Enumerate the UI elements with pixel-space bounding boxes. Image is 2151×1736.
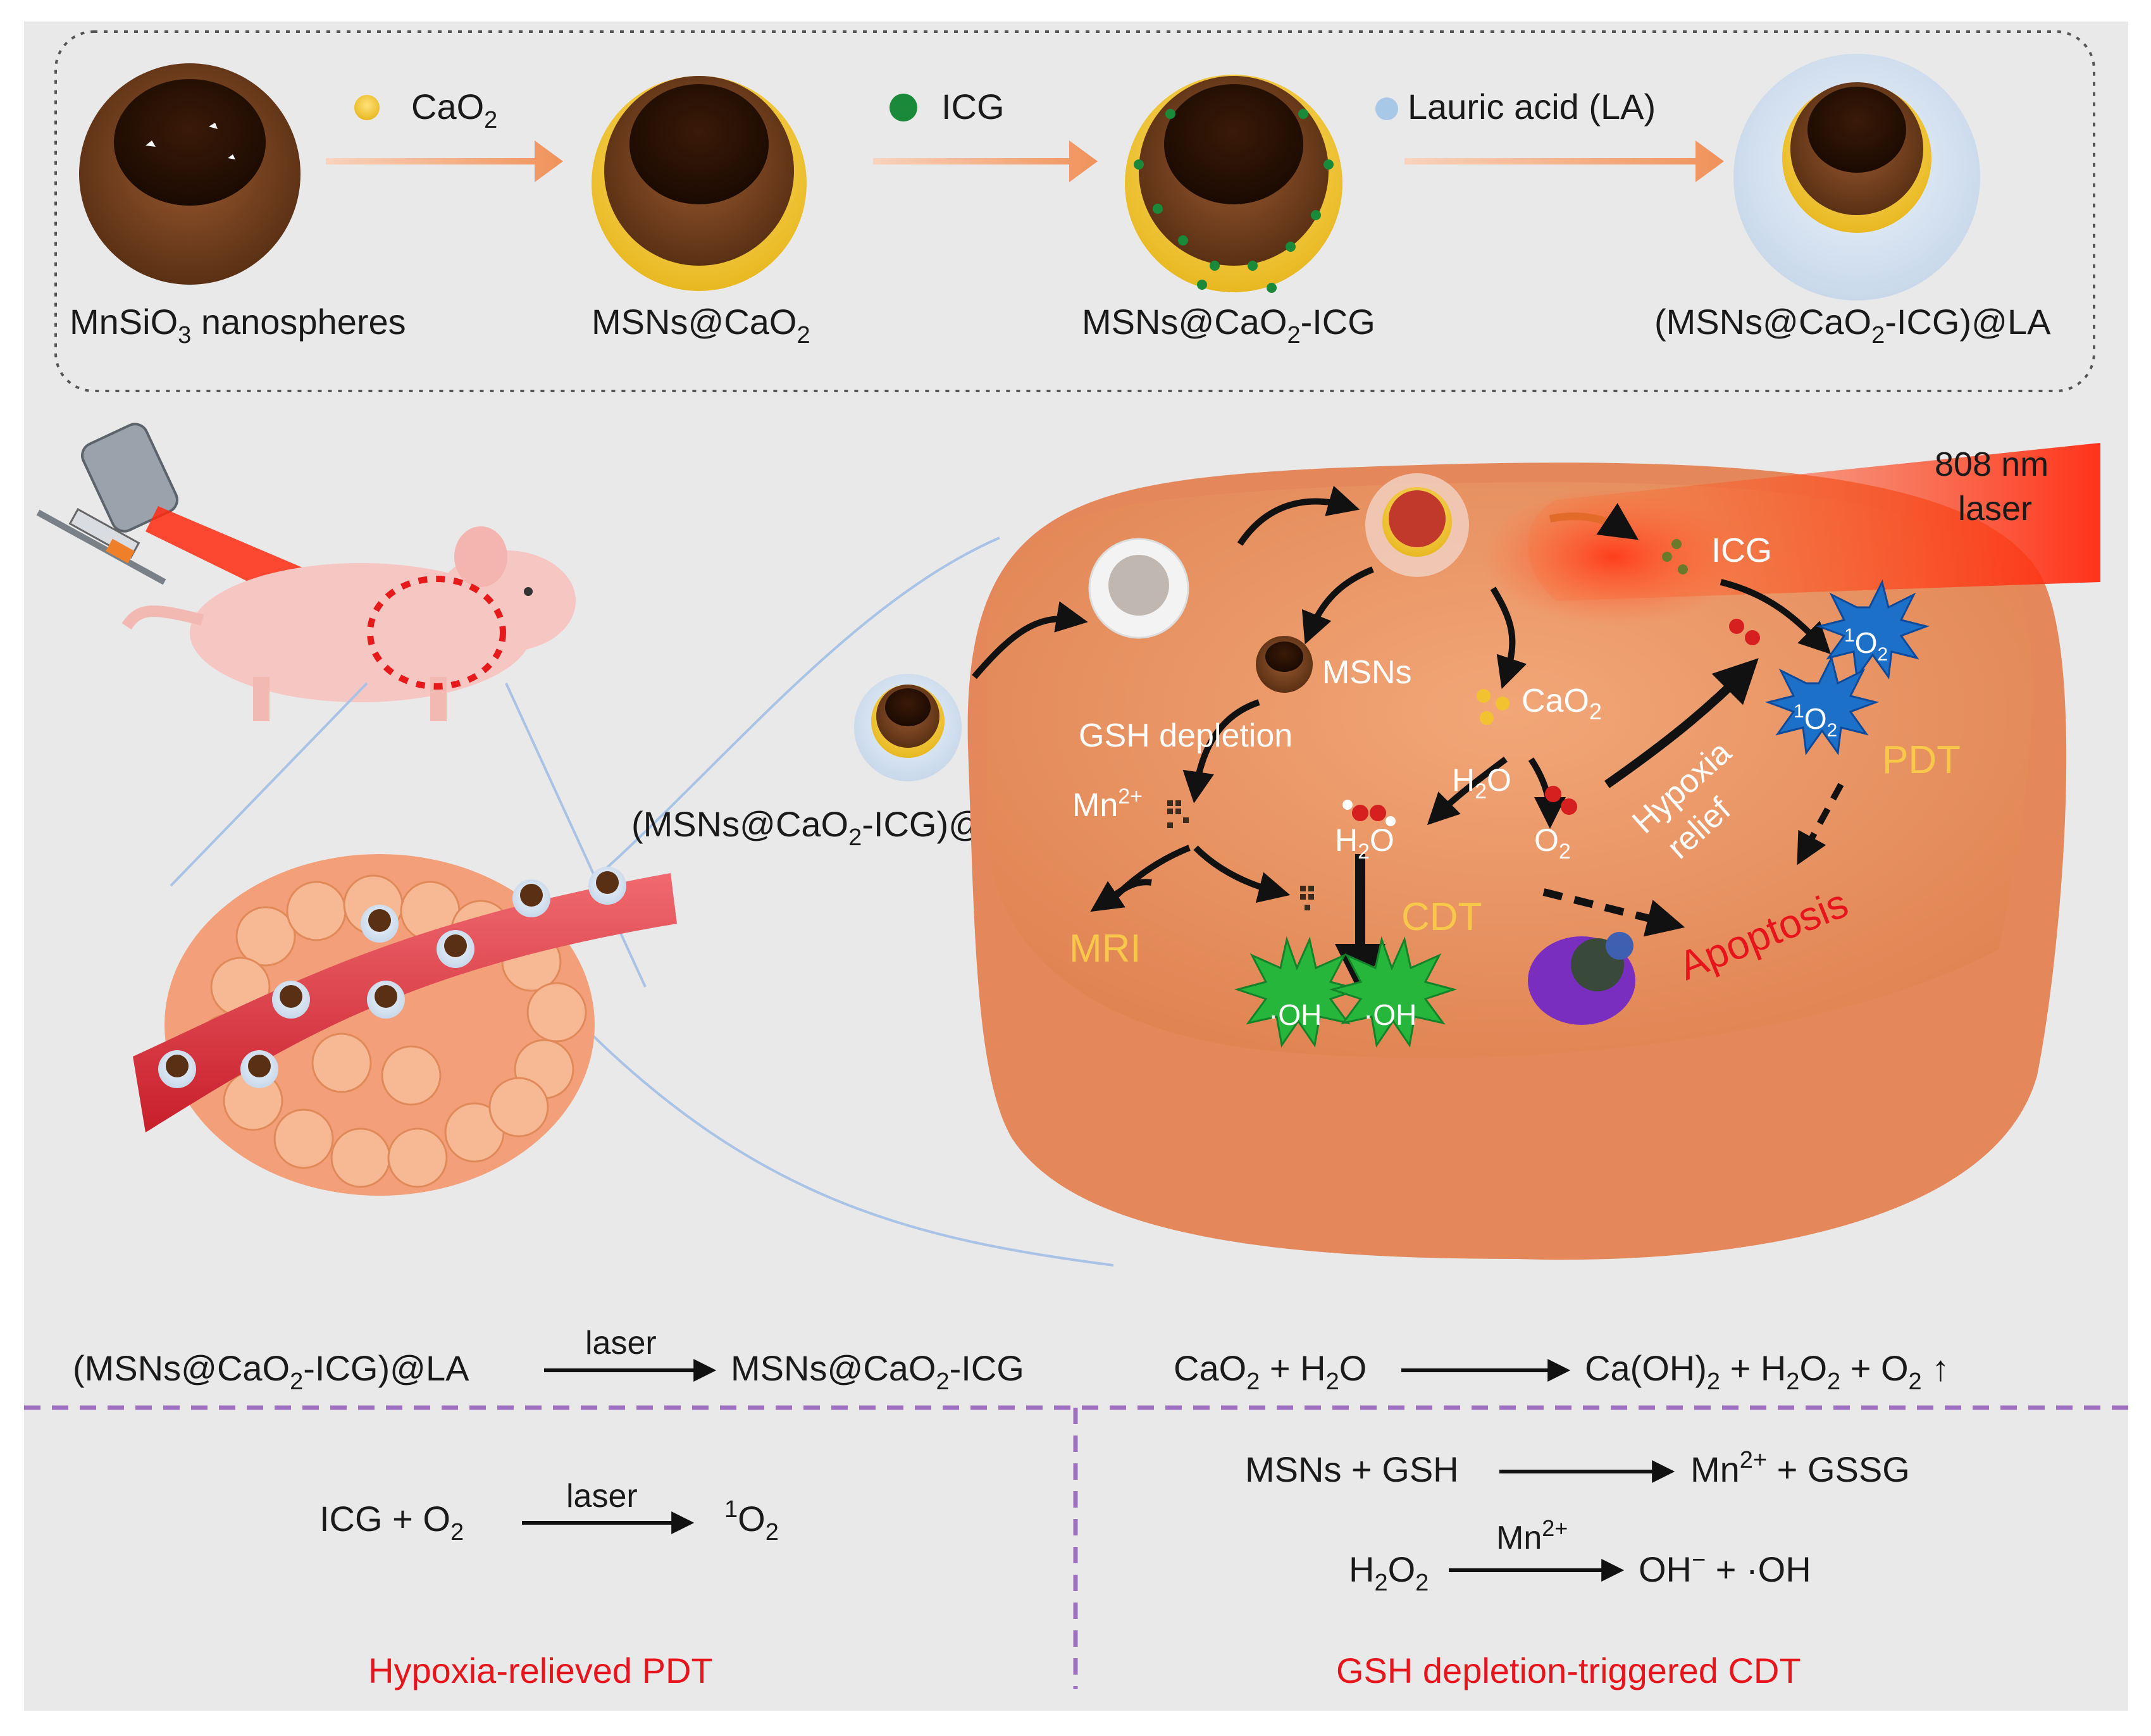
nanoparticle-la	[854, 674, 962, 781]
la-dot	[1375, 97, 1398, 120]
eq1-left: (MSNs@CaO2-ICG)@LA	[73, 1348, 469, 1395]
stage-msns-cao2-icg-label: MSNs@CaO2-ICG	[1082, 302, 1375, 349]
eq3-right: 1O2	[724, 1496, 779, 1546]
cao2-dots	[1477, 689, 1509, 725]
vessel-nanoparticles	[158, 867, 626, 1088]
eq5-right: OH− + ·OH	[1639, 1547, 1811, 1589]
singlet-oxygen-star-1	[1815, 579, 1930, 679]
eq2-left: CaO2 + H2O	[1174, 1348, 1367, 1395]
zoom-line-3	[600, 536, 1000, 874]
mri-label: MRI	[1069, 927, 1141, 970]
hydroxyl-star-1	[1234, 936, 1363, 1048]
synthesis-arrow-1	[326, 140, 563, 182]
h2o-label: H2O	[1452, 762, 1511, 803]
singlet-oxygen-star-2	[1764, 655, 1880, 755]
pathway-arrows	[972, 485, 1844, 995]
eq4-right: Mn2+ + GSSG	[1690, 1447, 1910, 1489]
zoom-line-4	[581, 1024, 1114, 1267]
zoom-line-1	[170, 682, 368, 887]
reagent-cao2-label: CaO2	[411, 87, 497, 133]
eq4-left: MSNs + GSH	[1245, 1449, 1459, 1489]
mn-label: Mn2+	[1072, 784, 1143, 824]
eq1-right: MSNs@CaO2-ICG	[731, 1348, 1024, 1395]
stage-la-label: (MSNs@CaO2-ICG)@LA	[1654, 302, 2051, 349]
pdt-label: PDT	[1882, 738, 1961, 782]
hydroxyl-label-1: ·OH	[1268, 998, 1322, 1031]
msns-particle-core	[1265, 642, 1303, 672]
eq5-left: H2O2	[1349, 1549, 1429, 1596]
laser-label-1: 808 nm	[1935, 445, 2049, 483]
hydroxyl-label-2: ·OH	[1363, 998, 1416, 1031]
eq3-left: ICG + O2	[319, 1499, 464, 1546]
reagent-la-label: Lauric acid (LA)	[1408, 87, 1656, 127]
msns-cao2-icg-particle	[1125, 75, 1342, 293]
eq2-right: Ca(OH)2 + H2O2 + O2 ↑	[1585, 1348, 1949, 1395]
synthesis-arrow-2	[873, 140, 1098, 182]
hydroxyl-star-2	[1329, 936, 1458, 1048]
eq3-over: laser	[566, 1478, 638, 1515]
mn-clusters	[1167, 800, 1314, 910]
o2-molecule	[1545, 786, 1577, 815]
eq5-over: Mn2+	[1496, 1515, 1568, 1556]
synthesis-arrow-3	[1404, 140, 1724, 182]
apoptotic-cell-icon	[1528, 932, 1635, 1025]
gsh-depletion-label: GSH depletion	[1079, 717, 1292, 754]
laser-glow	[1480, 487, 1746, 626]
icg-release-label: ICG	[1711, 531, 1772, 569]
tumor-cell	[967, 462, 2067, 1260]
singlet-oxygen-label-2: 1O2	[1794, 701, 1837, 741]
icg-release-arrow	[1549, 503, 1639, 540]
syringe-icon	[36, 507, 166, 585]
o2-label: O2	[1534, 822, 1571, 864]
stage-mnsio3-label: MnSiO3 nanospheres	[70, 302, 406, 349]
h2o2-label: H2O	[1335, 822, 1394, 864]
h2o2-molecule	[1342, 800, 1396, 826]
mouse-illustration	[121, 526, 576, 721]
disrupted-particle	[1365, 473, 1469, 577]
caption-gsh-cdt: GSH depletion-triggered CDT	[1336, 1651, 1801, 1690]
icg-dots	[1662, 539, 1688, 574]
cdt-label: CDT	[1401, 895, 1482, 939]
endosome-core	[1108, 555, 1169, 616]
mnsio3-nanosphere	[79, 63, 301, 285]
reagent-icg-label: ICG	[941, 87, 1005, 127]
nanoparticle-label: (MSNs@CaO2-ICG)@LA	[631, 804, 1028, 851]
la-coated-particle	[1733, 54, 1980, 301]
o2-molecule-2	[1729, 619, 1760, 645]
eq1-over: laser	[585, 1325, 657, 1361]
icg-dot	[890, 94, 917, 121]
msns-label: MSNs	[1322, 654, 1412, 691]
stage-msns-cao2-label: MSNs@CaO2	[592, 302, 810, 349]
cao2-label: CaO2	[1522, 683, 1602, 724]
cao2-dot	[354, 95, 380, 120]
tumor-tissue	[133, 854, 677, 1196]
zoom-line-2	[505, 683, 647, 988]
laser-label-2: laser	[1958, 490, 2032, 528]
msns-cao2-particle	[592, 76, 807, 291]
caption-hypoxia-pdt: Hypoxia-relieved PDT	[368, 1651, 713, 1690]
singlet-oxygen-label-1: 1O2	[1844, 625, 1888, 665]
